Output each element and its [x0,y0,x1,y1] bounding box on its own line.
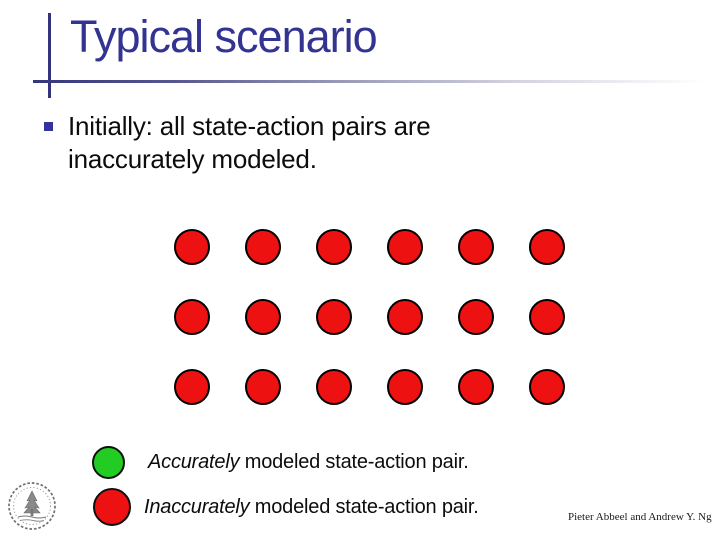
state-action-dot [387,369,423,405]
legend-label-rest: modeled state-action pair. [239,451,469,473]
legend-item-inaccurate: Inaccurately modeled state-action pair. [93,488,479,526]
legend-item-accurate: Accurately modeled state-action pair. [92,446,469,479]
state-action-dot [458,229,494,265]
state-action-dot [458,369,494,405]
credit-text: Pieter Abbeel and Andrew Y. Ng [568,511,712,523]
inaccurate-pair-dot-icon [93,488,131,526]
square-bullet-icon [44,122,53,131]
legend-label: Accurately modeled state-action pair. [148,451,469,474]
state-action-dot [529,229,565,265]
state-action-dot [174,229,210,265]
legend-label-emphasis: Inaccurately [144,495,250,518]
accurate-pair-dot-icon [92,446,125,479]
state-action-dot [458,299,494,335]
state-action-grid [174,229,565,405]
state-action-dot [387,229,423,265]
state-action-dot [245,299,281,335]
legend-label-rest: modeled state-action pair. [249,495,479,518]
legend-label: Inaccurately modeled state-action pair. [144,496,479,519]
slide-title: Typical scenario [70,11,378,62]
state-action-dot [174,369,210,405]
state-action-dot [245,229,281,265]
state-action-dot [529,299,565,335]
state-action-dot [387,299,423,335]
university-seal-icon [8,482,56,530]
state-action-dot [316,229,352,265]
bullet-item: Initially: all state-action pairs are in… [44,110,546,176]
state-action-dot [529,369,565,405]
bullet-text: Initially: all state-action pairs are in… [68,111,431,174]
state-action-dot [174,299,210,335]
state-action-dot [245,369,281,405]
legend-label-emphasis: Accurately [148,451,240,473]
state-action-dot [316,369,352,405]
title-accent-vertical-line [48,13,51,98]
title-accent-horizontal-rule [33,80,720,83]
state-action-dot [316,299,352,335]
